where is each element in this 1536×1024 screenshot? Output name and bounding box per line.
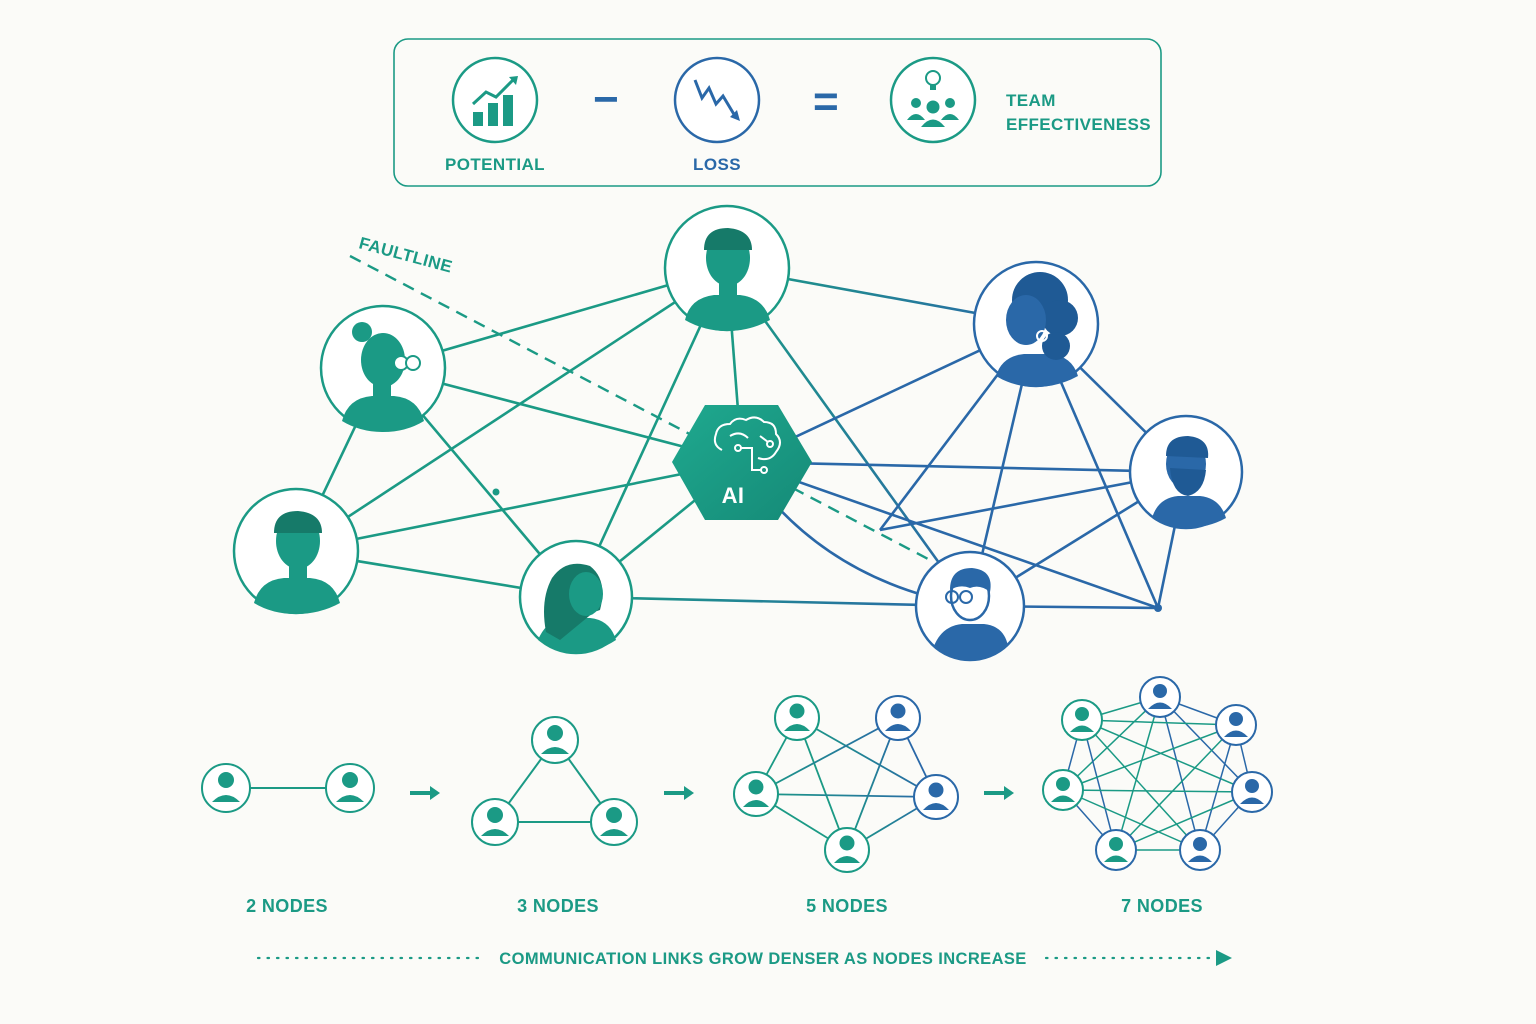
two-node-network bbox=[201, 763, 375, 813]
effectiveness-label-line2: EFFECTIVENESS bbox=[1006, 115, 1151, 134]
link bbox=[725, 267, 972, 607]
link bbox=[741, 460, 1187, 474]
link bbox=[1081, 719, 1201, 851]
person-node-icon bbox=[824, 827, 870, 873]
equation-box: POTENTIAL − LOSS = TEAM EFFECTIVENESS bbox=[393, 38, 1162, 187]
woman-long-wavy-hair-avatar bbox=[518, 539, 634, 655]
person-node-icon bbox=[590, 798, 638, 846]
person-node-icon bbox=[1179, 829, 1221, 871]
link bbox=[1081, 719, 1117, 851]
potential-label: POTENTIAL bbox=[445, 155, 545, 174]
progression-diagrams bbox=[201, 676, 1273, 873]
equals-symbol: = bbox=[813, 77, 839, 126]
team-lightbulb-icon bbox=[889, 56, 977, 144]
link bbox=[1081, 719, 1237, 726]
seven-node-network bbox=[1042, 676, 1273, 871]
effectiveness-label-line1: TEAM bbox=[1006, 91, 1056, 110]
link bbox=[295, 266, 728, 553]
person-node-icon bbox=[471, 798, 519, 846]
three-node-network bbox=[471, 716, 638, 846]
faultline-label: FAULTLINE bbox=[357, 234, 454, 277]
minus-symbol: − bbox=[593, 75, 619, 124]
arrow-icon bbox=[984, 786, 1014, 800]
arrow-icon bbox=[410, 786, 440, 800]
person-node-icon bbox=[1231, 771, 1273, 813]
ai-label: AI bbox=[722, 483, 745, 508]
person-node-icon bbox=[913, 774, 959, 820]
link bbox=[1062, 724, 1237, 791]
person-node-icon bbox=[1042, 769, 1084, 811]
link bbox=[1062, 696, 1161, 791]
person-node-icon bbox=[733, 771, 779, 817]
stage-label-3-nodes: 3 NODES bbox=[517, 896, 599, 916]
stage-label-7-nodes: 7 NODES bbox=[1121, 896, 1203, 916]
link bbox=[1115, 791, 1253, 851]
person-node-icon bbox=[531, 716, 579, 764]
person-node-icon bbox=[1061, 699, 1103, 741]
link bbox=[1159, 696, 1253, 793]
link bbox=[1115, 724, 1237, 851]
person-node-icon bbox=[875, 695, 921, 741]
link bbox=[295, 460, 743, 553]
caption-arrowhead-icon bbox=[1216, 950, 1232, 966]
stage-label-5-nodes: 5 NODES bbox=[806, 896, 888, 916]
falling-line-chart-icon bbox=[673, 56, 761, 144]
arrow-icon bbox=[664, 786, 694, 800]
link bbox=[575, 595, 971, 608]
woman-curly-hair-earring-avatar bbox=[972, 260, 1100, 388]
link bbox=[1199, 724, 1237, 851]
person-node-icon bbox=[1215, 704, 1257, 746]
man-with-glasses-avatar bbox=[914, 550, 1026, 662]
man-short-hair-avatar bbox=[663, 204, 791, 332]
person-node-icon bbox=[201, 763, 251, 813]
link bbox=[1081, 719, 1253, 793]
link bbox=[741, 460, 1159, 610]
link bbox=[1062, 789, 1201, 851]
link-junction bbox=[492, 488, 500, 496]
woman-with-bun-and-glasses-avatar bbox=[319, 304, 447, 432]
rising-bar-chart-icon bbox=[451, 56, 539, 144]
person-node-icon bbox=[774, 695, 820, 741]
person-node-icon bbox=[1139, 676, 1181, 718]
communication-caption: COMMUNICATION LINKS GROW DENSER AS NODES… bbox=[499, 950, 1026, 968]
ai-hub-node: AI bbox=[672, 405, 812, 520]
five-node-network bbox=[733, 695, 959, 873]
person-node-icon bbox=[325, 763, 375, 813]
person-node-icon bbox=[1095, 829, 1137, 871]
link bbox=[1062, 789, 1253, 793]
equation-frame bbox=[393, 38, 1162, 187]
loss-label: LOSS bbox=[693, 155, 741, 174]
faultline-dashed-line bbox=[349, 254, 931, 562]
stage-label-2-nodes: 2 NODES bbox=[246, 896, 328, 916]
man-short-hair-avatar bbox=[232, 487, 360, 615]
bearded-man-avatar bbox=[1128, 414, 1244, 530]
brain-circuit-icon bbox=[713, 416, 781, 474]
link-junction bbox=[1154, 604, 1162, 612]
